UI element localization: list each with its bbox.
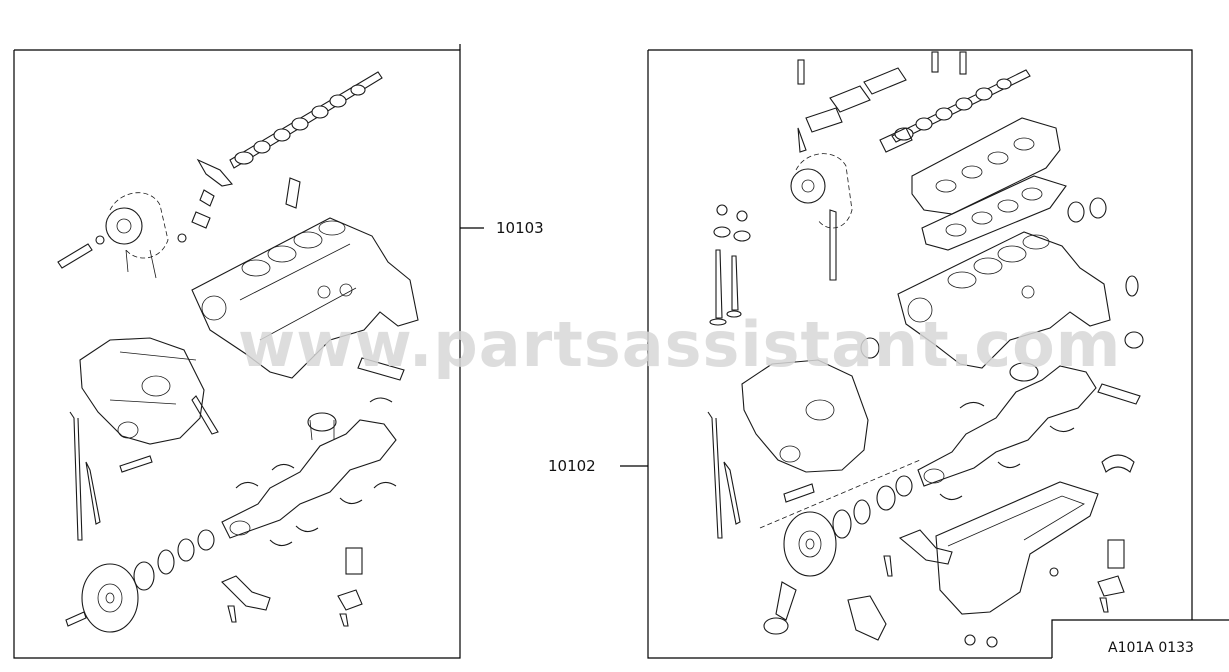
camshaft-left xyxy=(229,71,383,169)
timing-sprocket-left xyxy=(105,192,169,279)
crank-pulley-left xyxy=(81,563,139,633)
callout-10103-label: 10103 xyxy=(496,219,544,237)
cylinder-block-right xyxy=(897,231,1111,369)
cylinder-block-left xyxy=(191,217,419,379)
oil-pan-right xyxy=(935,481,1099,615)
left-assembly-panel xyxy=(13,44,461,659)
timing-cover-right xyxy=(741,359,869,473)
camshaft-right xyxy=(891,69,1031,143)
timing-cover-left xyxy=(79,337,205,445)
callout-10102-label: 10102 xyxy=(548,457,596,475)
timing-sprocket-right xyxy=(790,153,853,229)
diagram-code: A101A 0133 xyxy=(1108,640,1194,656)
watermark-text: www.partsassistant.com xyxy=(238,308,1121,381)
crankshaft-left xyxy=(221,412,397,539)
cylinder-head-right xyxy=(911,117,1061,215)
crankshaft-right xyxy=(917,362,1097,487)
right-assembly-panel xyxy=(647,49,1229,672)
callout-10102: 10102 xyxy=(548,457,648,475)
crank-pulley-right xyxy=(783,511,837,577)
callout-10103: 10103 xyxy=(460,219,544,237)
